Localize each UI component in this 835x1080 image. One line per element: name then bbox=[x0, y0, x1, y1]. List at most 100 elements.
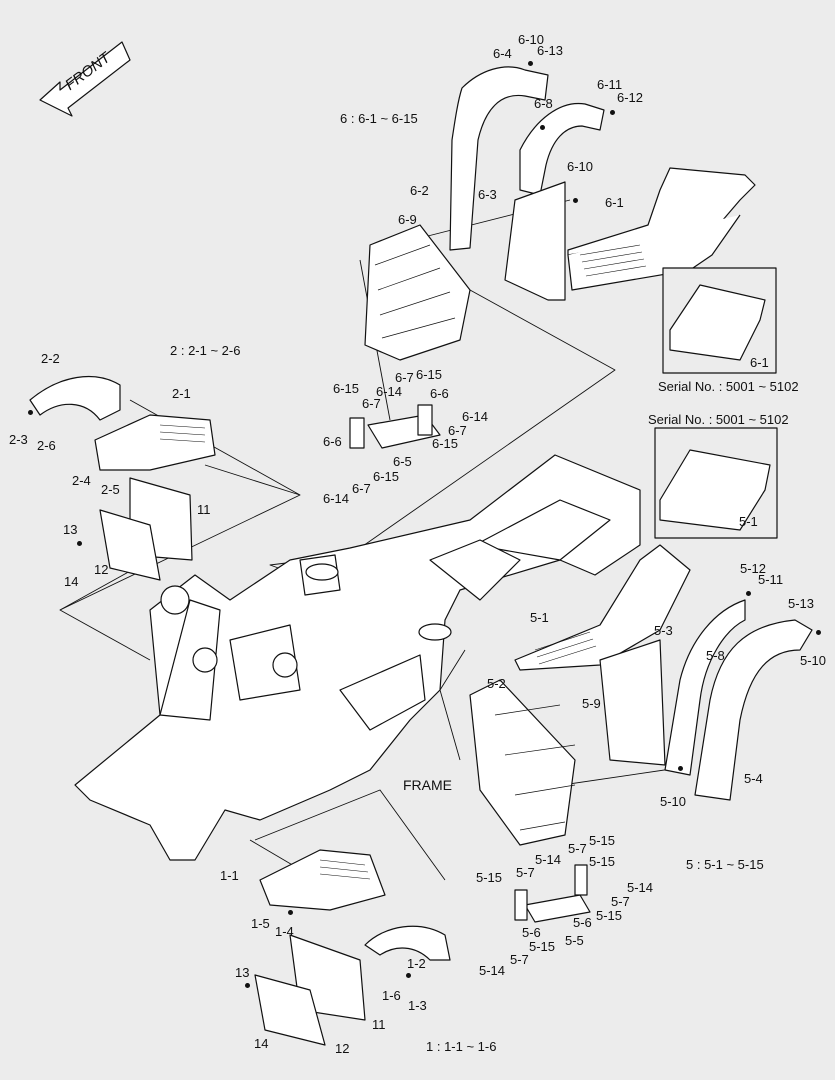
part-label: 6-14 bbox=[323, 491, 350, 506]
part-label: 14 bbox=[64, 574, 79, 589]
part-label: 2-4 bbox=[72, 473, 91, 488]
part-label: 6-4 bbox=[493, 46, 512, 61]
part-label: 2-2 bbox=[41, 351, 60, 366]
bolt-dot bbox=[245, 983, 250, 988]
bolt-dot bbox=[288, 910, 293, 915]
step-5-5 bbox=[514, 864, 591, 923]
part-label: 6-1 bbox=[750, 355, 769, 370]
ladder-6-2 bbox=[364, 224, 471, 361]
part-label: 5-2 bbox=[487, 676, 506, 691]
part-label: 1-5 bbox=[251, 916, 270, 931]
part-label: 5-14 bbox=[479, 963, 506, 978]
part-label: 13 bbox=[235, 965, 250, 980]
part-label: 5-9 bbox=[582, 696, 601, 711]
part-label: 6-7 bbox=[352, 481, 371, 496]
part-label: 6-1 bbox=[605, 195, 624, 210]
part-label: 5-3 bbox=[654, 623, 673, 638]
part-label: 5-15 bbox=[589, 833, 616, 848]
part-label: 6-14 bbox=[376, 384, 403, 399]
fender-1-1 bbox=[259, 849, 386, 911]
frame-12-lower bbox=[254, 974, 326, 1046]
fender-5-4 bbox=[694, 619, 813, 801]
step-cover-5-1 bbox=[514, 544, 691, 671]
part-label: 6-15 bbox=[333, 381, 360, 396]
front-arrow-icon bbox=[39, 41, 131, 117]
part-label: 5-1 bbox=[739, 514, 758, 529]
part-label: 5-7 bbox=[516, 865, 535, 880]
fender-2-1 bbox=[94, 414, 216, 471]
part-label: 5-7 bbox=[568, 841, 587, 856]
part-label: 5-15 bbox=[476, 870, 503, 885]
part-label: 1-1 bbox=[220, 868, 239, 883]
bolt-dot bbox=[540, 125, 545, 130]
fender-6-4 bbox=[449, 66, 549, 251]
bolt-dot bbox=[406, 973, 411, 978]
part-label: 6-8 bbox=[534, 96, 553, 111]
bolt-dot bbox=[610, 110, 615, 115]
part-label: 6-9 bbox=[398, 212, 417, 227]
part-label: 5-12 bbox=[740, 561, 767, 576]
part-label: 12 bbox=[335, 1041, 350, 1056]
fender-6-8 bbox=[519, 102, 605, 196]
part-label: 6-6 bbox=[323, 434, 342, 449]
part-label: 6-15 bbox=[432, 436, 459, 451]
ladder-5-2 bbox=[469, 679, 576, 846]
bolt-dot bbox=[816, 630, 821, 635]
part-label: 12 bbox=[94, 562, 109, 577]
part-label: 6-10 bbox=[518, 32, 545, 47]
part-label: 5-13 bbox=[788, 596, 815, 611]
part-label: 1-3 bbox=[408, 998, 427, 1013]
part-label: 6-7 bbox=[362, 396, 381, 411]
part-label: 6-14 bbox=[462, 409, 489, 424]
part-label: 6-2 bbox=[410, 183, 429, 198]
part-label: 6-7 bbox=[448, 423, 467, 438]
part-label: 11 bbox=[197, 502, 211, 517]
part-label: 13 bbox=[63, 522, 78, 537]
inset-box-5-1 bbox=[654, 427, 778, 539]
part-label: 6-15 bbox=[416, 367, 443, 382]
part-label: 6-3 bbox=[478, 187, 497, 202]
part-label: 6-13 bbox=[537, 43, 564, 58]
group-2-range: 2 : 2-1 ~ 2-6 bbox=[170, 343, 241, 358]
part-label: 1-2 bbox=[407, 956, 426, 971]
main-frame bbox=[74, 454, 641, 861]
part-label: 5-8 bbox=[706, 648, 725, 663]
part-label: 5-6 bbox=[573, 915, 592, 930]
part-label: 2-3 bbox=[9, 432, 28, 447]
step-6-5 bbox=[349, 404, 441, 449]
frame-12-upper bbox=[99, 509, 161, 581]
part-label: 5-14 bbox=[535, 852, 562, 867]
part-label: 5-10 bbox=[660, 794, 687, 809]
frame-title: FRAME bbox=[403, 777, 452, 793]
part-label: 5-7 bbox=[611, 894, 630, 909]
part-label: 1-6 bbox=[382, 988, 401, 1003]
part-label: 2-5 bbox=[101, 482, 120, 497]
bolt-dot bbox=[678, 766, 683, 771]
part-label: 1-4 bbox=[275, 924, 294, 939]
serial-note-middle: Serial No. : 5001 ~ 5102 bbox=[648, 412, 789, 427]
step-cover-6-1 bbox=[567, 167, 756, 291]
part-label: 5-15 bbox=[529, 939, 556, 954]
part-label: 6-12 bbox=[617, 90, 644, 105]
part-label: 6-6 bbox=[430, 386, 449, 401]
bolt-dot bbox=[528, 61, 533, 66]
part-label: 6-11 bbox=[597, 77, 623, 92]
bolt-dot bbox=[28, 410, 33, 415]
group-6-range: 6 : 6-1 ~ 6-15 bbox=[340, 111, 418, 126]
part-label: 5-15 bbox=[596, 908, 623, 923]
bolt-dot bbox=[77, 541, 82, 546]
part-label: 11 bbox=[372, 1017, 386, 1032]
part-label: 6-7 bbox=[395, 370, 414, 385]
part-label: 6-5 bbox=[393, 454, 412, 469]
part-label: 5-10 bbox=[800, 653, 827, 668]
part-label: 5-6 bbox=[522, 925, 541, 940]
part-label: 5-15 bbox=[589, 854, 616, 869]
part-label: 14 bbox=[254, 1036, 269, 1051]
part-label: 5-7 bbox=[510, 952, 529, 967]
part-label: 2-1 bbox=[172, 386, 191, 401]
mud-flap-5-3 bbox=[599, 639, 666, 766]
bolt-dot bbox=[573, 198, 578, 203]
bolt-dot bbox=[746, 591, 751, 596]
